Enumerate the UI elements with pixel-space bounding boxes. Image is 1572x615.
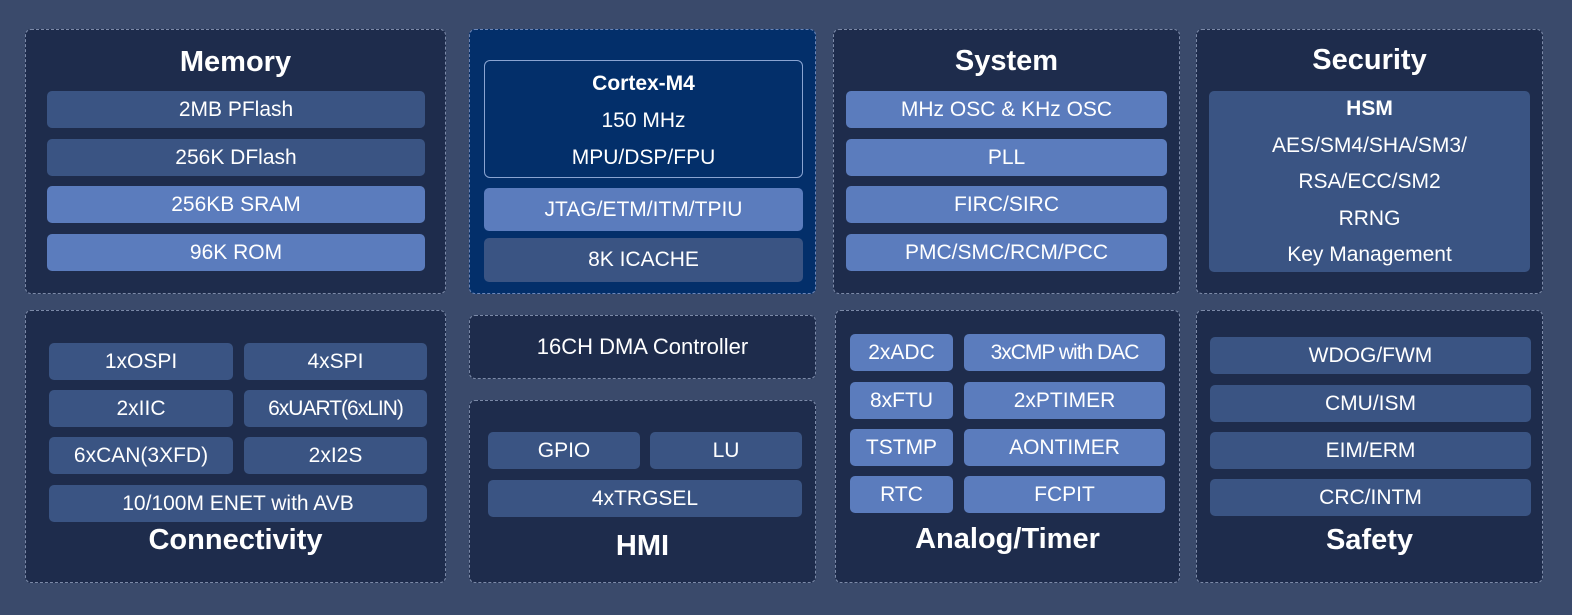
- dma-label: 16CH DMA Controller: [536, 334, 749, 359]
- connectivity-panel: 1xOSPI 4xSPI 2xIIC 6xUART(6xLIN) 6xCAN(3…: [25, 310, 446, 583]
- system-item-pmc: PMC/SMC/RCM/PCC: [846, 234, 1167, 271]
- memory-title: Memory: [179, 46, 292, 78]
- core-item-debug: JTAG/ETM/ITM/TPIU: [484, 188, 803, 231]
- memory-item-rom: 96K ROM: [47, 234, 425, 271]
- analog-timer-panel: 2xADC 3xCMP with DAC 8xFTU 2xPTIMER TSTM…: [835, 310, 1180, 583]
- hmi-item-lu: LU: [650, 432, 802, 469]
- conn-item-uart: 6xUART(6xLIN): [244, 390, 427, 427]
- memory-item-dflash: 256K DFlash: [47, 139, 425, 176]
- core-features: MPU/DSP/FPU: [571, 146, 716, 169]
- conn-item-enet: 10/100M ENET with AVB: [49, 485, 427, 522]
- security-panel: Security HSM AES/SM4/SHA/SM3/ RSA/ECC/SM…: [1196, 29, 1543, 294]
- safety-title: Safety: [1325, 524, 1414, 556]
- core-frequency: 150 MHz: [601, 109, 686, 132]
- memory-panel: Memory 2MB PFlash 256K DFlash 256KB SRAM…: [25, 29, 446, 294]
- safety-panel: WDOG/FWM CMU/ISM EIM/ERM CRC/INTM Safety: [1196, 310, 1543, 583]
- dma-panel: 16CH DMA Controller: [469, 315, 816, 379]
- core-item-icache: 8K ICACHE: [484, 238, 803, 282]
- system-item-firc: FIRC/SIRC: [846, 186, 1167, 223]
- hmi-item-trgsel: 4xTRGSEL: [488, 480, 802, 517]
- safety-item-cmu: CMU/ISM: [1210, 385, 1531, 422]
- safety-item-crc: CRC/INTM: [1210, 479, 1531, 516]
- conn-item-iic: 2xIIC: [49, 390, 233, 427]
- timer-item-ptimer: 2xPTIMER: [964, 382, 1165, 419]
- analog-item-adc: 2xADC: [850, 334, 953, 371]
- timer-item-rtc: RTC: [850, 476, 953, 513]
- hsm-line-crypto-2: RSA/ECC/SM2: [1298, 170, 1441, 193]
- hsm-line-crypto-1: AES/SM4/SHA/SM3/: [1272, 133, 1467, 157]
- hmi-title: HMI: [615, 530, 670, 562]
- analog-timer-title: Analog/Timer: [915, 523, 1100, 555]
- hmi-item-gpio: GPIO: [488, 432, 640, 469]
- core-name: Cortex-M4: [592, 72, 695, 95]
- timer-item-fcpit: FCPIT: [964, 476, 1165, 513]
- safety-item-wdog: WDOG/FWM: [1210, 337, 1531, 374]
- cortex-m4-block: Cortex-M4 150 MHz MPU/DSP/FPU: [484, 60, 803, 178]
- timer-item-tstmp: TSTMP: [850, 429, 953, 466]
- timer-item-aontimer: AONTIMER: [964, 429, 1165, 466]
- system-title: System: [954, 45, 1059, 77]
- system-panel: System MHz OSC & KHz OSC PLL FIRC/SIRC P…: [833, 29, 1180, 294]
- conn-item-i2s: 2xI2S: [244, 437, 427, 474]
- safety-item-eim: EIM/ERM: [1210, 432, 1531, 469]
- conn-item-can: 6xCAN(3XFD): [49, 437, 233, 474]
- memory-item-pflash: 2MB PFlash: [47, 91, 425, 128]
- memory-item-sram: 256KB SRAM: [47, 186, 425, 223]
- hsm-line-rrng: RRNG: [1338, 206, 1401, 230]
- security-title: Security: [1312, 44, 1427, 76]
- hsm-line-key-management: Key Management: [1287, 243, 1452, 266]
- analog-item-cmp: 3xCMP with DAC: [964, 334, 1165, 371]
- hmi-panel: GPIO LU 4xTRGSEL HMI: [469, 400, 816, 583]
- core-panel: Cortex-M4 150 MHz MPU/DSP/FPU JTAG/ETM/I…: [469, 29, 816, 294]
- system-item-osc: MHz OSC & KHz OSC: [846, 91, 1167, 128]
- conn-item-ospi: 1xOSPI: [49, 343, 233, 380]
- connectivity-title: Connectivity: [148, 524, 323, 556]
- hsm-block: HSM AES/SM4/SHA/SM3/ RSA/ECC/SM2 RRNG Ke…: [1209, 91, 1530, 272]
- system-item-pll: PLL: [846, 139, 1167, 176]
- hsm-title: HSM: [1346, 97, 1393, 120]
- timer-item-ftu: 8xFTU: [850, 382, 953, 419]
- conn-item-spi: 4xSPI: [244, 343, 427, 380]
